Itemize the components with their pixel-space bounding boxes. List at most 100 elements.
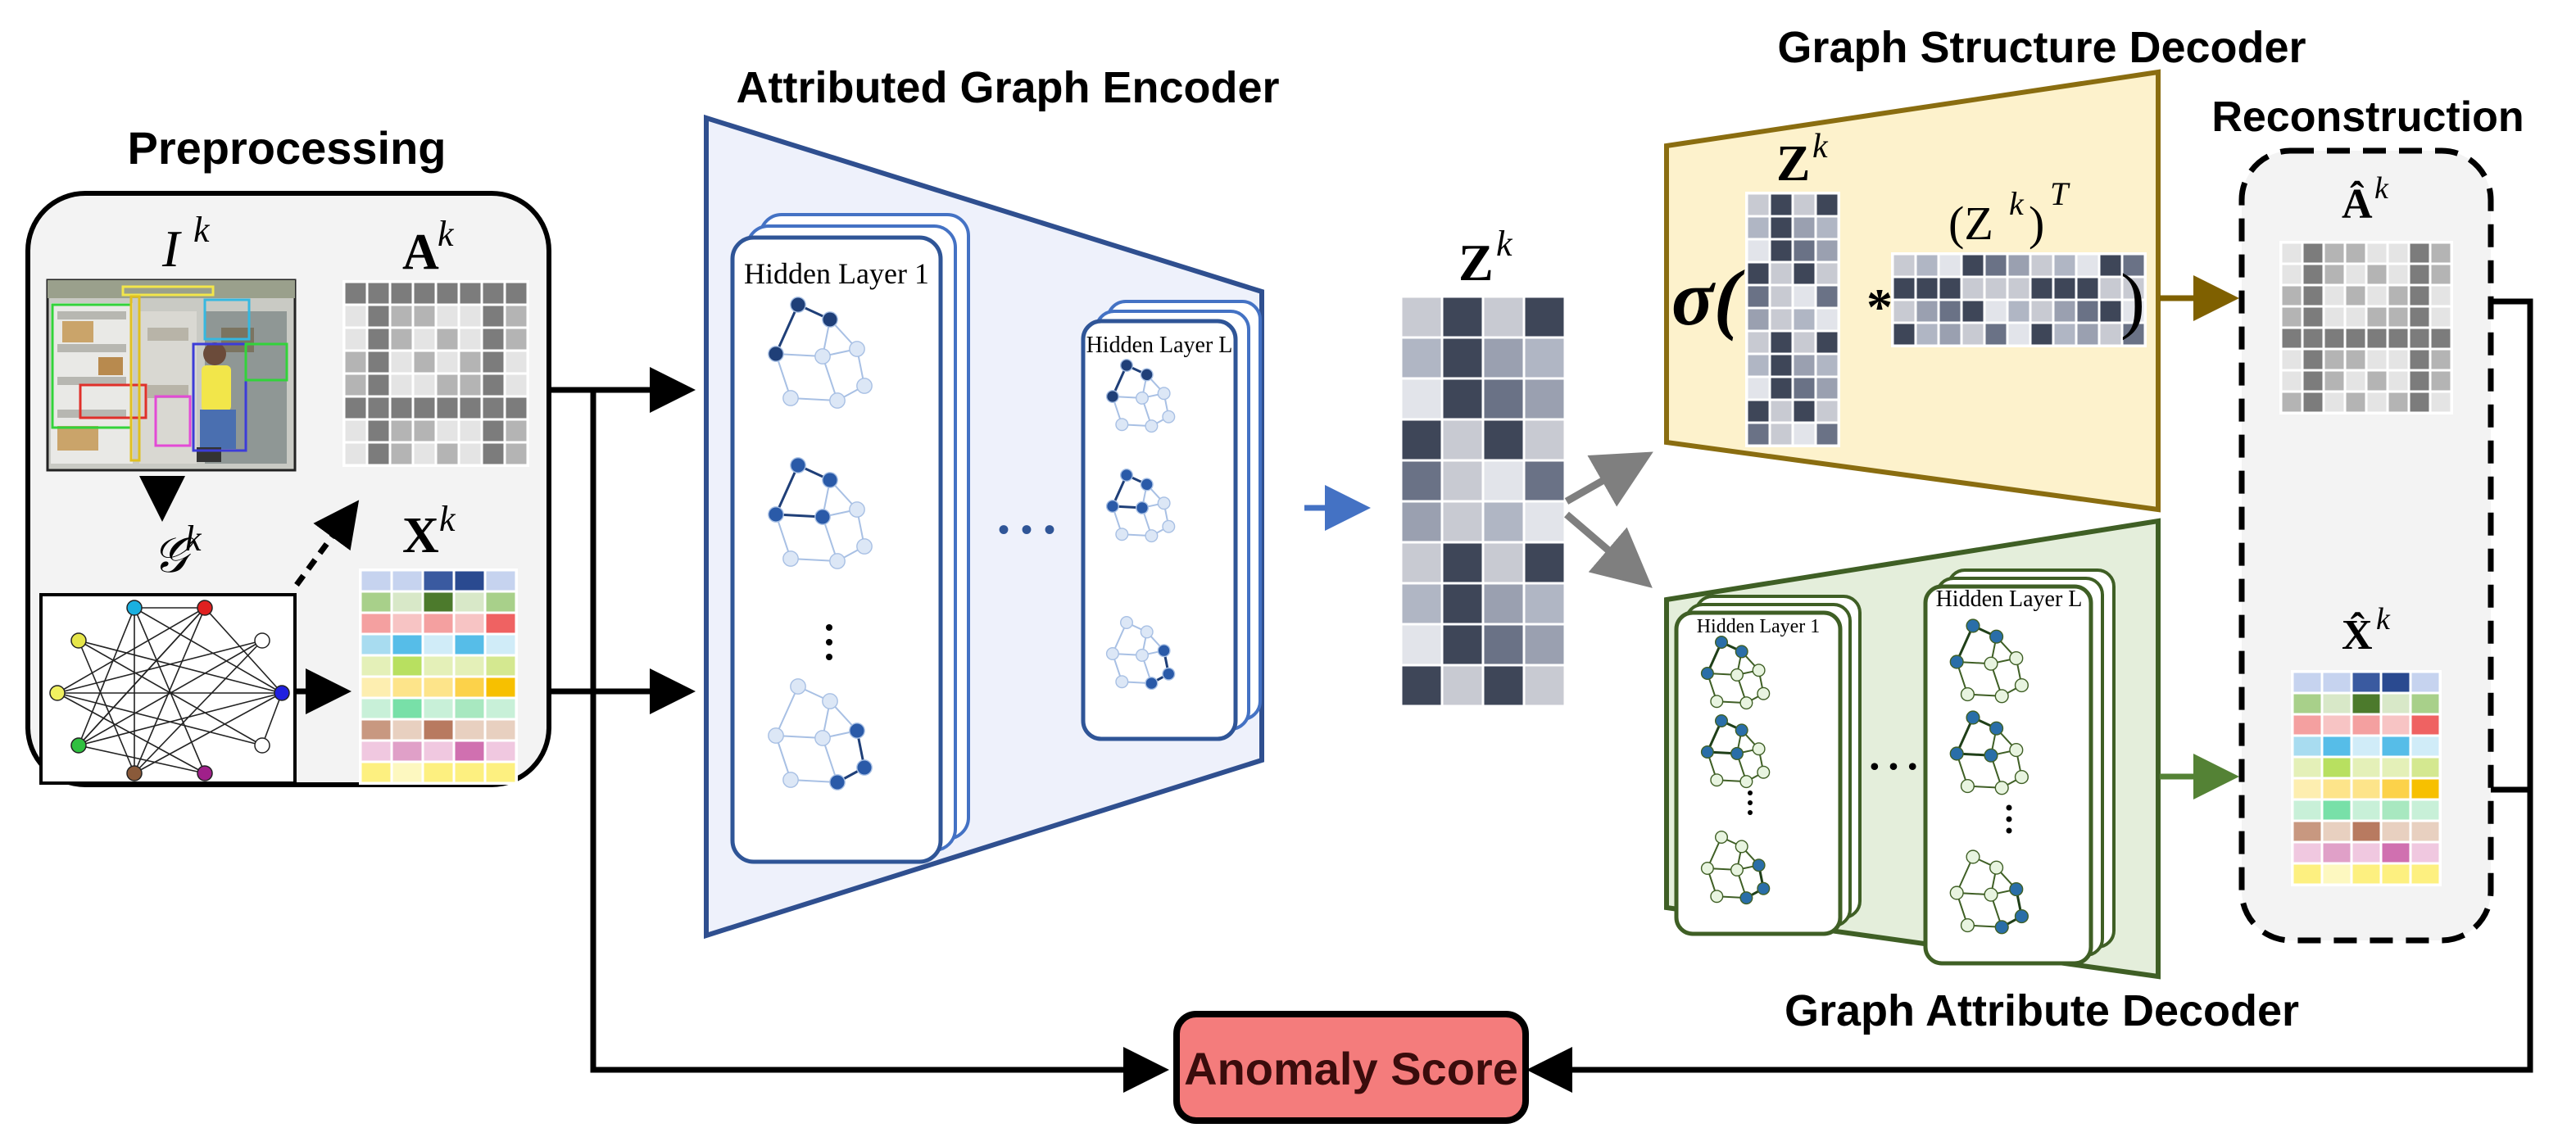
matrix-cell bbox=[483, 351, 504, 373]
matrix-cell bbox=[368, 328, 389, 350]
matrix-cell bbox=[1794, 355, 1815, 376]
matrix-cell bbox=[361, 592, 391, 612]
matrix-cell bbox=[2323, 758, 2351, 777]
graph-node bbox=[1140, 625, 1154, 639]
graph-node bbox=[2014, 770, 2029, 785]
matrix-cell bbox=[2324, 307, 2344, 327]
matrix-cell bbox=[1402, 625, 1441, 664]
graph-node bbox=[1989, 721, 2004, 736]
latent-matrix bbox=[1399, 295, 1567, 708]
matrix-cell bbox=[1402, 297, 1441, 337]
matrix-cell bbox=[414, 443, 435, 464]
matrix-cell bbox=[2324, 286, 2344, 306]
graph-node bbox=[1984, 887, 1998, 902]
matrix-cell bbox=[1402, 379, 1441, 419]
matrix-cell bbox=[486, 677, 515, 697]
matrix-cell bbox=[391, 374, 412, 396]
graph-edge bbox=[775, 686, 799, 736]
matrix-cell bbox=[1525, 297, 1564, 337]
matrix-cell bbox=[1402, 420, 1441, 460]
matrix-cell bbox=[460, 420, 481, 442]
matrix-cell bbox=[2431, 265, 2451, 284]
matrix-cell bbox=[2077, 301, 2098, 322]
matrix-cell bbox=[2352, 800, 2380, 820]
matrix-cell bbox=[345, 283, 366, 304]
matrix-cell bbox=[1816, 309, 1838, 330]
matrix-cell bbox=[455, 699, 484, 718]
graph-edge bbox=[57, 692, 263, 746]
graph-node bbox=[1714, 713, 1729, 728]
graph-node bbox=[1135, 501, 1150, 514]
matrix-cell bbox=[1939, 301, 1961, 322]
matrix-cell bbox=[361, 741, 391, 761]
matrix-cell bbox=[2100, 301, 2121, 322]
graph-node bbox=[829, 553, 846, 569]
matrix-cell bbox=[506, 420, 527, 442]
matrix-cell bbox=[391, 283, 412, 304]
a-hat-label: Â bbox=[2342, 180, 2373, 228]
matrix-cell bbox=[2352, 673, 2380, 692]
matrix-cell bbox=[506, 374, 527, 396]
matrix-cell bbox=[2123, 255, 2144, 276]
matrix-cell bbox=[2382, 715, 2410, 735]
structure-decoder-section: Graph Structure Decoder σ( Z k * (Z k ) … bbox=[1664, 23, 2306, 513]
matrix-cell bbox=[506, 351, 527, 373]
matrix-cell bbox=[506, 443, 527, 464]
x-hat-sup: k bbox=[2376, 602, 2391, 636]
graph-node bbox=[814, 348, 831, 365]
structure-zt-close: ) bbox=[2029, 197, 2044, 250]
matrix-cell bbox=[2100, 324, 2121, 345]
matrix-cell bbox=[1484, 379, 1523, 419]
structure-zt-sup: k bbox=[2009, 185, 2025, 222]
matrix-cell bbox=[455, 720, 484, 740]
matrix-cell bbox=[486, 592, 515, 612]
encoder-layer1-graphs bbox=[768, 297, 873, 790]
matrix-cell bbox=[1748, 424, 1769, 445]
graph-node bbox=[70, 737, 87, 754]
matrix-cell bbox=[1816, 240, 1838, 261]
matrix-cell bbox=[1748, 332, 1769, 353]
matrix-cell bbox=[2100, 255, 2121, 276]
matrix-cell bbox=[1443, 666, 1482, 705]
matrix-cell bbox=[1771, 286, 1792, 307]
matrix-cell bbox=[2352, 736, 2380, 756]
matrix-cell bbox=[2282, 350, 2302, 369]
matrix-cell bbox=[2054, 324, 2075, 345]
matrix-cell bbox=[483, 443, 504, 464]
matrix-cell bbox=[2352, 758, 2380, 777]
matrix-cell bbox=[2411, 822, 2439, 841]
graph-node bbox=[197, 600, 213, 616]
matrix-cell bbox=[2411, 694, 2439, 713]
matrix-cell bbox=[1484, 420, 1523, 460]
matrix-cell bbox=[2367, 307, 2387, 327]
input-to-anomaly-arrow bbox=[590, 390, 1169, 1093]
matrix-cell bbox=[2303, 392, 2323, 412]
matrix-cell bbox=[2323, 800, 2351, 820]
matrix-cell bbox=[424, 677, 453, 697]
matrix-cell bbox=[1484, 625, 1523, 664]
matrix-cell bbox=[1985, 301, 2007, 322]
matrix-cell bbox=[345, 328, 366, 350]
matrix-cell bbox=[2388, 328, 2408, 348]
encoder-layerL-card bbox=[1081, 319, 1238, 741]
matrix-cell bbox=[1443, 502, 1482, 541]
matrix-cell bbox=[2303, 371, 2323, 391]
graph-node bbox=[1115, 418, 1129, 432]
matrix-cell bbox=[1748, 401, 1769, 422]
matrix-cell bbox=[2346, 307, 2365, 327]
matrix-cell bbox=[1985, 278, 2007, 299]
matrix-cell bbox=[1443, 461, 1482, 501]
matrix-cell bbox=[2352, 843, 2380, 863]
graph-edge bbox=[57, 692, 206, 774]
matrix-cell bbox=[1402, 666, 1441, 705]
attr-layerL-graphs bbox=[1949, 618, 2029, 935]
matrix-cell bbox=[1484, 461, 1523, 501]
matrix-cell bbox=[392, 677, 422, 697]
encoder-layer1-label: Hidden Layer 1 bbox=[744, 257, 929, 290]
matrix-cell bbox=[1443, 543, 1482, 582]
graph-node bbox=[49, 685, 66, 701]
graph-node bbox=[1730, 668, 1744, 682]
matrix-cell bbox=[2324, 350, 2344, 369]
graph-node bbox=[1752, 742, 1766, 756]
